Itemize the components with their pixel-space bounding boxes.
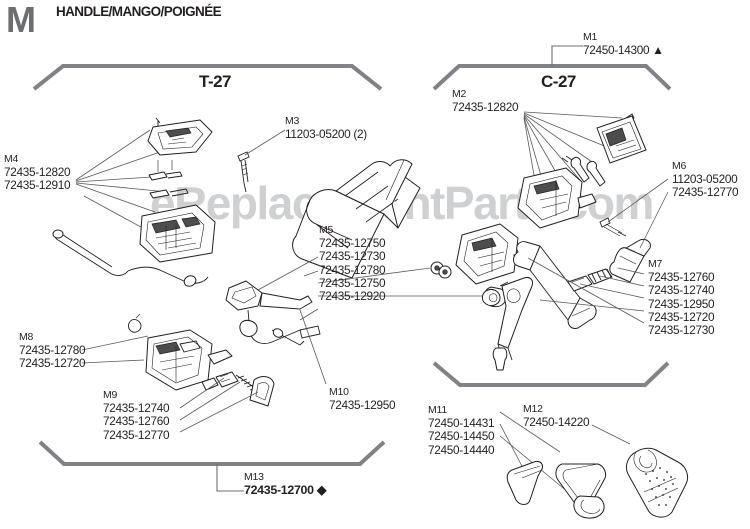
callout-m9-code-0: 72435-12740 [103,401,170,416]
callout-m13-tag: M13 [244,471,264,483]
callout-m5-code-4: 72435-12920 [319,289,386,304]
part-handle-upper-shell [147,119,213,156]
callout-m10[interactable]: M10 72435-12950 [329,386,396,413]
part-handle-lower-shell [139,204,216,263]
callout-m5-code-0: 72435-12750 [319,236,386,251]
callout-m11-code-1: 72450-14450 [428,429,495,444]
bracket-c27-bottom [432,361,670,387]
part-c27-lever [481,277,533,361]
callout-m9-code-2: 72435-12770 [103,427,170,442]
callout-m9-tag: M9 [103,389,118,401]
part-switch-body [145,329,233,391]
leader-fan-m8 [81,335,149,364]
part-m7-components [567,239,651,292]
leader-fan-m9 [179,377,259,433]
callout-m4-code-1: 72435-12910 [4,178,71,193]
part-small-clip-top [492,347,508,371]
page-title: HANDLE/MANGO/POIGNÉE [56,4,222,19]
leader-fan-m6 [607,178,669,249]
callout-m7-code-4: 72435-12730 [648,323,715,338]
callout-m11-code-0: 72450-14431 [428,416,495,431]
callout-m3-tag: M3 [285,115,300,127]
callout-m7-tag: M7 [648,258,663,270]
bracket-t27-bottom [38,440,386,466]
callout-m8-code-1: 72435-12720 [19,356,86,371]
callout-m5-code-2: 72435-12780 [319,262,386,277]
callout-m4[interactable]: M4 72435-12820 72435-12910 [4,153,71,193]
callout-m10-tag: M10 [329,386,349,398]
callout-m6-code-0: 11203-05200 [672,172,738,187]
callout-m7-code-1: 72435-12740 [648,283,715,298]
leader-m1 [551,45,583,66]
callout-m9-code-1: 72435-12760 [103,414,170,429]
callout-m11-tag: M11 [428,404,448,416]
callout-m10-code-0: 72435-12950 [329,398,396,413]
bracket-t27-top [32,64,383,91]
leader-fan-m5 [257,256,484,321]
part-internal-clips [148,160,189,199]
callout-m3[interactable]: M3 11203-05200 (2) [285,115,367,141]
leader-fan-m7 [527,257,645,324]
callout-m5-code-1: 72435-12730 [319,249,386,264]
callout-m13[interactable]: M13 72435-12700 ◆ [244,471,326,497]
callout-m4-code-0: 72435-12820 [4,165,71,180]
callout-m7-code-3: 72435-12720 [648,309,715,324]
callout-m5-code-3: 72435-12750 [319,275,386,290]
part-motor-housing [292,159,421,279]
callout-m8-code-0: 72435-12780 [19,343,86,358]
callout-m6-code-1: 72435-12770 [672,185,739,200]
part-circuit-plate [596,115,647,164]
leader-m12 [591,424,631,445]
section-name-t27: T-27 [199,72,232,91]
callout-m1-code-0: 72450-14300 ▲ [583,43,664,58]
callout-m12-code-0: 72450-14220 [523,415,590,430]
callout-m8[interactable]: M8 72435-12780 72435-12720 [19,331,86,371]
part-screw-c27 [599,217,627,237]
callout-m2-tag: M2 [452,88,467,100]
callout-m12[interactable]: M12 72450-14220 [523,403,590,430]
part-trigger-lever [225,280,321,344]
callout-m7-code-2: 72435-12950 [648,296,715,311]
callout-m11[interactable]: M11 72450-14431 72450-14450 72450-14440 [428,404,495,457]
callout-m11-code-2: 72450-14440 [428,442,495,457]
part-cable-m10 [271,328,305,346]
part-washer-m11 [573,495,605,519]
part-c27-tube [513,241,597,329]
callout-m9[interactable]: M9 72435-12740 72435-12760 72435-12770 [103,389,170,442]
callout-m7-code-0: 72435-12760 [648,270,715,285]
part-wire-assembly [52,229,209,287]
callout-m1[interactable]: M1 72450-14300 ▲ [583,31,664,57]
part-clip-m8 [128,313,142,333]
callout-m5-tag: M5 [319,224,334,236]
leader-m13 [216,464,244,492]
part-screw-m3 [237,151,250,193]
callout-m2-code-0: 72435-12820 [452,100,519,115]
part-grip-m12 [625,447,689,518]
callout-m13-code-0: 72435-12700 ◆ [244,483,327,498]
callout-m1-tag: M1 [583,31,598,43]
callout-m12-tag: M12 [523,403,543,415]
section-name-c27: C-27 [541,72,576,91]
callout-m4-tag: M4 [4,153,19,165]
part-c27-rods [561,155,606,187]
callout-m8-tag: M8 [19,331,34,343]
callout-m3-code-0: 11203-05200 (2) [285,127,367,142]
part-m9-small [201,371,275,407]
part-c27-upper-housing [517,167,597,229]
leader-m10 [299,309,327,385]
callout-m6-tag: M6 [672,160,687,172]
callout-m6[interactable]: M6 11203-05200 72435-12770 [672,160,739,200]
part-plug-m11 [506,461,543,505]
section-letter: M [6,0,36,40]
leader-m3 [244,129,286,156]
callout-m7[interactable]: M7 72435-12760 72435-12740 72435-12950 7… [648,258,715,338]
callout-m2[interactable]: M2 72435-12820 [452,88,519,115]
callout-m5[interactable]: M5 72435-12750 72435-12730 72435-12780 7… [319,224,386,304]
